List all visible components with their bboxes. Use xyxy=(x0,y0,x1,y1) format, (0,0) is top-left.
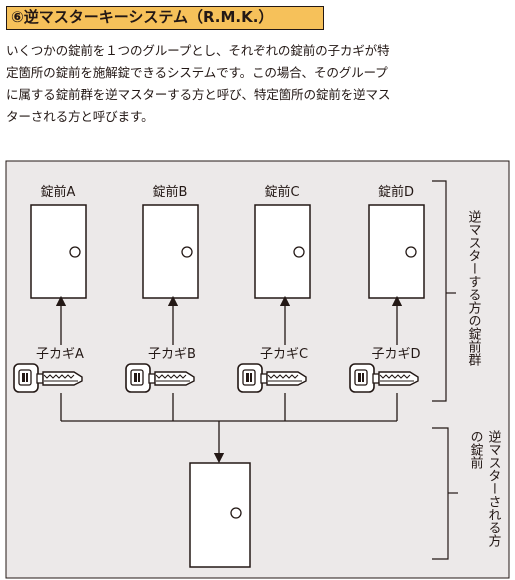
keyhole-icon xyxy=(230,507,242,519)
keyhole-icon xyxy=(293,246,305,258)
description-line: ターされる方と呼びます。 xyxy=(6,109,154,124)
target-label-line1: 逆マスターされる方 xyxy=(486,429,502,548)
section-title: ⑥逆マスターキーシステム（R.M.K.） xyxy=(6,6,324,30)
key-label: 子カギC xyxy=(260,347,308,362)
description-line: に属する錠前群を逆マスターする方と呼び、特定箇所の錠前を逆マス xyxy=(6,87,391,102)
lock-label: 錠前C xyxy=(264,184,299,200)
keyhole-icon xyxy=(405,246,417,258)
key-label: 子カギB xyxy=(148,347,196,362)
description: いくつかの錠前を１つのグループとし、それぞれの錠前の子カギが特 定箇所の錠前を施… xyxy=(6,40,511,128)
lock-label: 錠前D xyxy=(378,184,414,200)
lock-label: 錠前A xyxy=(41,184,76,200)
description-line: いくつかの錠前を１つのグループとし、それぞれの錠前の子カギが特 xyxy=(6,43,390,58)
keyhole-icon xyxy=(69,246,81,258)
lock-label: 錠前B xyxy=(153,184,188,200)
key-label: 子カギD xyxy=(371,347,420,362)
group-label: 逆マスターする方の錠前群 xyxy=(466,209,482,366)
description-line: 定箇所の錠前を施解錠できるシステムです。この場合、そのグループ xyxy=(6,65,388,80)
target-label-line2: の錠前 xyxy=(468,430,484,469)
key-label: 子カギA xyxy=(36,347,84,362)
keyhole-icon xyxy=(181,246,193,258)
group-bracket xyxy=(432,180,447,402)
